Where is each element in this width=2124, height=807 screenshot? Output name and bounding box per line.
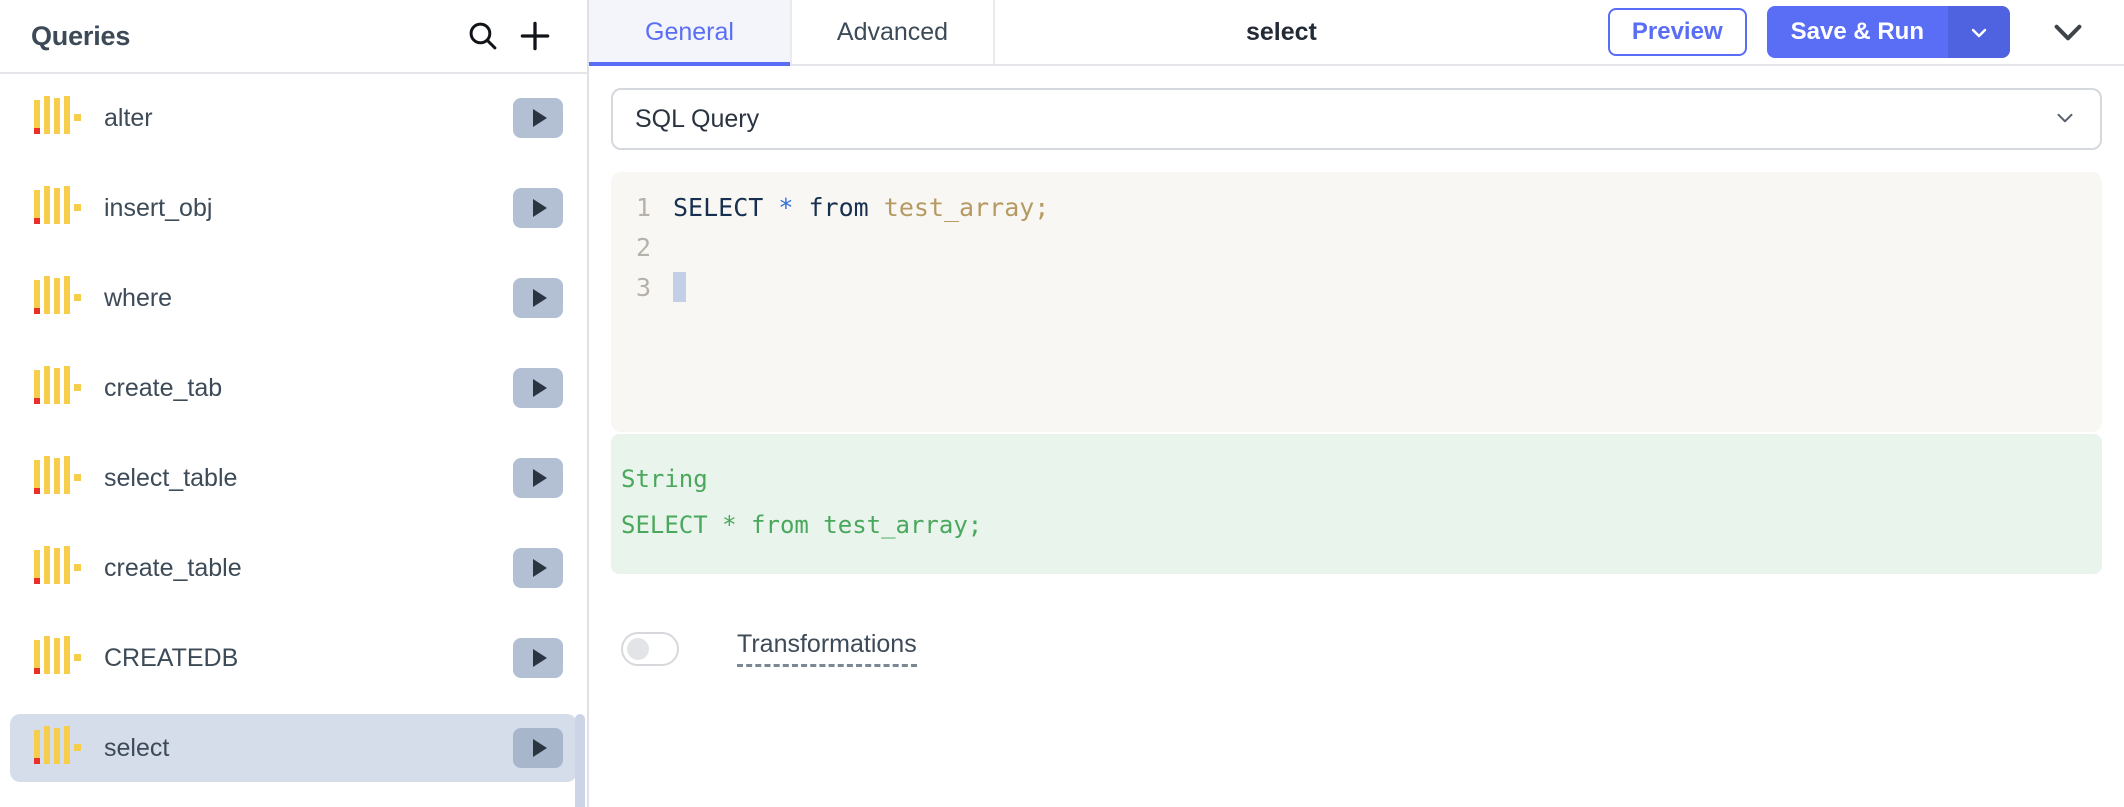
transformations-row: Transformations	[611, 630, 2102, 667]
transformations-toggle[interactable]	[621, 631, 679, 666]
play-icon[interactable]	[513, 368, 563, 408]
play-icon[interactable]	[513, 278, 563, 318]
result-value: SELECT * from test_array;	[621, 511, 983, 539]
list-item-label: create_tab	[104, 373, 223, 402]
sidebar-title: Queries	[31, 20, 131, 51]
list-item[interactable]: create_tab	[10, 354, 577, 422]
query-bars-icon	[32, 726, 81, 770]
query-bars-icon	[32, 546, 81, 590]
list-item[interactable]: where	[10, 264, 577, 332]
sidebar-scrollbar[interactable]	[575, 714, 585, 807]
query-bars-icon	[32, 636, 81, 680]
tab-advanced[interactable]: Advanced	[792, 0, 995, 64]
main-toolbar: General Advanced select Preview Save & R…	[589, 0, 2124, 66]
list-item-label: insert_obj	[104, 193, 213, 222]
list-item-label: alter	[104, 103, 153, 132]
toolbar-actions: Preview Save & Run	[1607, 0, 2124, 64]
code-token-keyword: SELECT	[673, 193, 764, 222]
code-line-content	[673, 268, 686, 308]
collapse-chevron-down-icon[interactable]	[2038, 2, 2098, 62]
result-type-label: String	[621, 465, 708, 493]
list-item-selected[interactable]: select	[10, 714, 577, 782]
tab-general-label: General	[645, 17, 734, 46]
sidebar-header: Queries	[0, 0, 587, 74]
play-icon[interactable]	[513, 548, 563, 588]
list-item-label: CREATEDB	[104, 643, 239, 672]
query-bars-icon	[32, 456, 81, 500]
text-cursor	[673, 272, 686, 302]
queries-sidebar: Queries alter	[0, 0, 589, 807]
list-item[interactable]: create_table	[10, 534, 577, 602]
query-type-value: SQL Query	[635, 104, 760, 133]
play-icon[interactable]	[513, 188, 563, 228]
list-item[interactable]: alter	[10, 84, 577, 152]
line-number: 1	[635, 193, 651, 222]
line-number: 2	[635, 233, 651, 262]
list-item-label: select_table	[104, 463, 238, 492]
query-type-select[interactable]: SQL Query	[611, 88, 2102, 150]
play-icon[interactable]	[513, 728, 563, 768]
chevron-down-icon[interactable]	[1948, 6, 2010, 58]
query-bars-icon	[32, 276, 81, 320]
query-bars-icon	[32, 96, 81, 140]
search-icon[interactable]	[457, 10, 509, 62]
query-bars-icon	[32, 366, 81, 410]
main-body: SQL Query 1 SELECT * from test_array; 2	[589, 66, 2124, 667]
sql-code-editor[interactable]: 1 SELECT * from test_array; 2 3	[611, 172, 2102, 432]
save-run-button[interactable]: Save & Run	[1766, 6, 1948, 58]
query-bars-icon	[32, 186, 81, 230]
save-and-run-group[interactable]: Save & Run	[1766, 6, 2010, 58]
toggle-knob	[627, 637, 649, 660]
main-panel: General Advanced select Preview Save & R…	[589, 0, 2124, 807]
code-token-operator: *	[778, 193, 794, 222]
code-line: 3	[611, 268, 2102, 308]
list-item[interactable]: select_table	[10, 444, 577, 512]
tab-general[interactable]: General	[589, 0, 792, 66]
page-title: select	[1246, 17, 1317, 46]
play-icon[interactable]	[513, 458, 563, 498]
code-token-identifier: test_array;	[883, 193, 1050, 222]
plus-icon[interactable]	[509, 10, 561, 62]
code-line: 2	[611, 228, 2102, 268]
list-item[interactable]: insert_obj	[10, 174, 577, 242]
transformations-label[interactable]: Transformations	[737, 630, 917, 667]
list-item-label: create_table	[104, 553, 242, 582]
play-icon[interactable]	[513, 98, 563, 138]
code-line-content: SELECT * from test_array;	[673, 188, 1049, 228]
line-number: 3	[635, 273, 651, 302]
play-icon[interactable]	[513, 638, 563, 678]
query-preview-result: String SELECT * from test_array;	[611, 434, 2102, 574]
preview-button[interactable]: Preview	[1607, 8, 1747, 56]
code-token-keyword: from	[808, 193, 869, 222]
code-line: 1 SELECT * from test_array;	[611, 188, 2102, 228]
list-item-label: where	[104, 283, 173, 312]
list-item-label: select	[104, 733, 170, 762]
tab-advanced-label: Advanced	[836, 17, 949, 46]
list-item[interactable]: CREATEDB	[10, 624, 577, 692]
chevron-down-icon[interactable]	[2052, 104, 2078, 135]
query-list[interactable]: alter insert_obj where	[0, 74, 587, 807]
